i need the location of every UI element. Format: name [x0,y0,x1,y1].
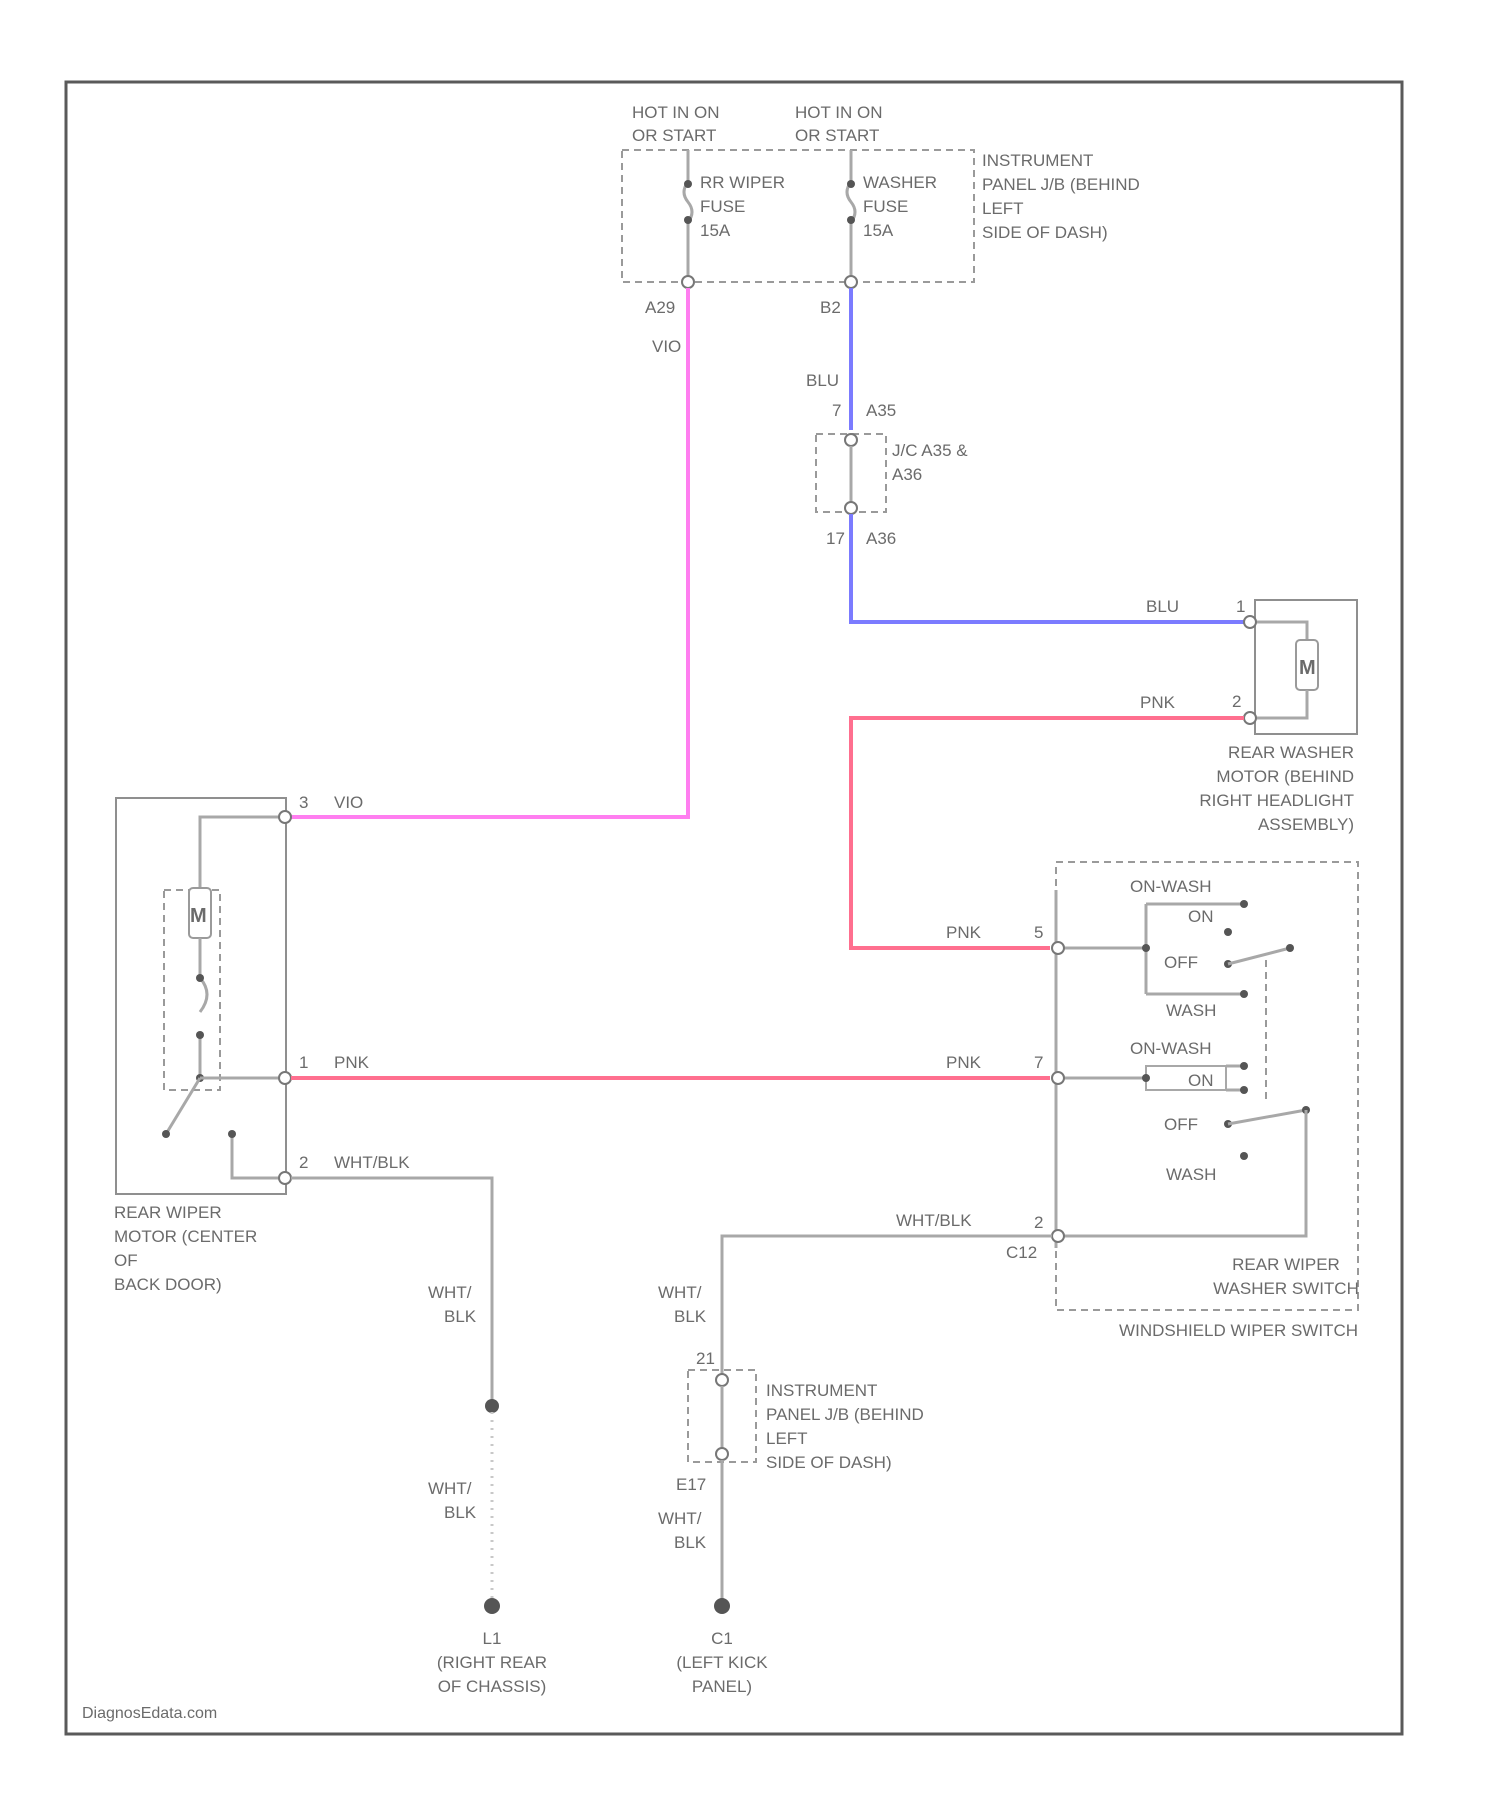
ground-c1-label-2: PANEL) [692,1677,752,1696]
jb-ground-label-3: LEFT [766,1429,808,1448]
washer-motor-pin2: 2 [1232,692,1241,711]
wiper-motor-pin3: 3 [299,793,308,812]
switch-assembly-label: WINDSHIELD WIPER SWITCH [1119,1321,1358,1340]
pnk-wire-label-switch5: PNK [946,923,982,942]
wht-blk-label-switch: WHT/BLK [896,1211,972,1230]
blk-label-c1-lower: BLK [674,1533,707,1552]
pnk-wire-label-washer: PNK [1140,693,1176,712]
switch-lower [1056,1062,1310,1236]
ground-c1-id: C1 [711,1629,733,1648]
vio-wire-label-top: VIO [652,337,681,356]
pnk-wire-label-switch7: PNK [946,1053,982,1072]
ground-c1-icon [714,1598,730,1614]
switch-label-1: REAR WIPER [1232,1255,1340,1274]
wht-blk-wire-switch [722,1236,1052,1374]
ground-c1-label-1: (LEFT KICK [676,1653,768,1672]
wht-label-l1-upper: WHT/ [428,1283,472,1302]
wht-label-l1-lower: WHT/ [428,1479,472,1498]
junction-label-1: J/C A35 & [892,441,968,460]
junction-pin-top-num: 7 [832,401,841,420]
junction-pin-top: A35 [866,401,896,420]
wht-blk-label-wiper: WHT/BLK [334,1153,410,1172]
wiper-motor-pin1: 1 [299,1053,308,1072]
rr-wiper-fuse-label-2: FUSE [700,197,745,216]
switch-pin-2: 2 [1034,1213,1043,1232]
feed-right-line2: OR START [795,126,879,145]
switch-label-2: WASHER SWITCH [1213,1279,1359,1298]
washer-fuse-label-1: WASHER [863,173,937,192]
jb-ground-pin-top: 21 [696,1349,715,1368]
jb-ground-pin-bottom: E17 [676,1475,706,1494]
washer-motor-label-1: REAR WASHER [1228,743,1354,762]
washer-motor-label-4: ASSEMBLY) [1258,815,1354,834]
washer-motor-label-3: RIGHT HEADLIGHT [1199,791,1354,810]
instrument-panel-jb-box [622,150,974,282]
vio-wire-label-motor: VIO [334,793,363,812]
fuse-pin-b2: B2 [820,298,841,317]
ground-l1-label-2: OF CHASSIS) [438,1677,547,1696]
feed-left-line2: OR START [632,126,716,145]
wht-label-c1-lower: WHT/ [658,1509,702,1528]
ground-l1-icon [484,1598,500,1614]
wiper-motor-label-1: REAR WIPER [114,1203,222,1222]
blk-label-c1-upper: BLK [674,1307,707,1326]
blu-wire-label-upper: BLU [806,371,839,390]
jb-ground-label-4: SIDE OF DASH) [766,1453,892,1472]
junction-pin-bottom-num: 17 [826,529,845,548]
blu-wire-lower [851,514,1247,622]
blk-label-l1-upper: BLK [444,1307,477,1326]
wiper-motor-label-2: MOTOR (CENTER [114,1227,257,1246]
washer-motor-symbol: M [1299,657,1316,679]
switch-upper-off: OFF [1164,953,1198,972]
rr-wiper-fuse-label-3: 15A [700,221,731,240]
panel-label-3: LEFT [982,199,1024,218]
pnk-wire-washer [851,718,1244,948]
rr-wiper-fuse-label-1: RR WIPER [700,173,785,192]
ground-l1-label-1: (RIGHT REAR [437,1653,547,1672]
switch-upper [1056,900,1294,1100]
switch-lower-off: OFF [1164,1115,1198,1134]
blk-label-l1-lower: BLK [444,1503,477,1522]
switch-upper-on: ON [1188,907,1214,926]
panel-label-4: SIDE OF DASH) [982,223,1108,242]
wiper-motor-label-4: BACK DOOR) [114,1275,222,1294]
switch-connector-c12: C12 [1006,1243,1037,1262]
washer-fuse [845,150,857,288]
fuse-pin-a29: A29 [645,298,675,317]
rear-wiper-motor [162,817,282,1178]
panel-label-1: INSTRUMENT [982,151,1093,170]
switch-pin-7: 7 [1034,1053,1043,1072]
washer-fuse-label-3: 15A [863,221,894,240]
vio-wire [285,288,688,817]
ground-l1-id: L1 [483,1629,502,1648]
switch-lower-wash: WASH [1166,1165,1216,1184]
switch-lower-on: ON [1188,1071,1214,1090]
rr-wiper-fuse [682,150,694,288]
feed-left-line1: HOT IN ON [632,103,720,122]
jb-ground-label-1: INSTRUMENT [766,1381,877,1400]
jb-ground-label-2: PANEL J/B (BEHIND [766,1405,924,1424]
wiper-motor-label-3: OF [114,1251,138,1270]
blu-wire-label-lower: BLU [1146,597,1179,616]
switch-lower-on-wash: ON-WASH [1130,1039,1212,1058]
wht-label-c1-upper: WHT/ [658,1283,702,1302]
washer-motor-label-2: MOTOR (BEHIND [1216,767,1354,786]
watermark: DiagnosEdata.com [82,1705,217,1722]
switch-pin-5: 5 [1034,923,1043,942]
wiper-motor-symbol: M [190,905,207,927]
feed-right-line1: HOT IN ON [795,103,883,122]
wiper-motor-pin2: 2 [299,1153,308,1172]
switch-upper-on-wash: ON-WASH [1130,877,1212,896]
panel-label-2: PANEL J/B (BEHIND [982,175,1140,194]
washer-motor-pin1: 1 [1236,597,1245,616]
junction-pin-bottom: A36 [866,529,896,548]
washer-fuse-label-2: FUSE [863,197,908,216]
splice-point [485,1399,499,1413]
switch-upper-wash: WASH [1166,1001,1216,1020]
pnk-wire-label-wiper: PNK [334,1053,370,1072]
junction-label-2: A36 [892,465,922,484]
